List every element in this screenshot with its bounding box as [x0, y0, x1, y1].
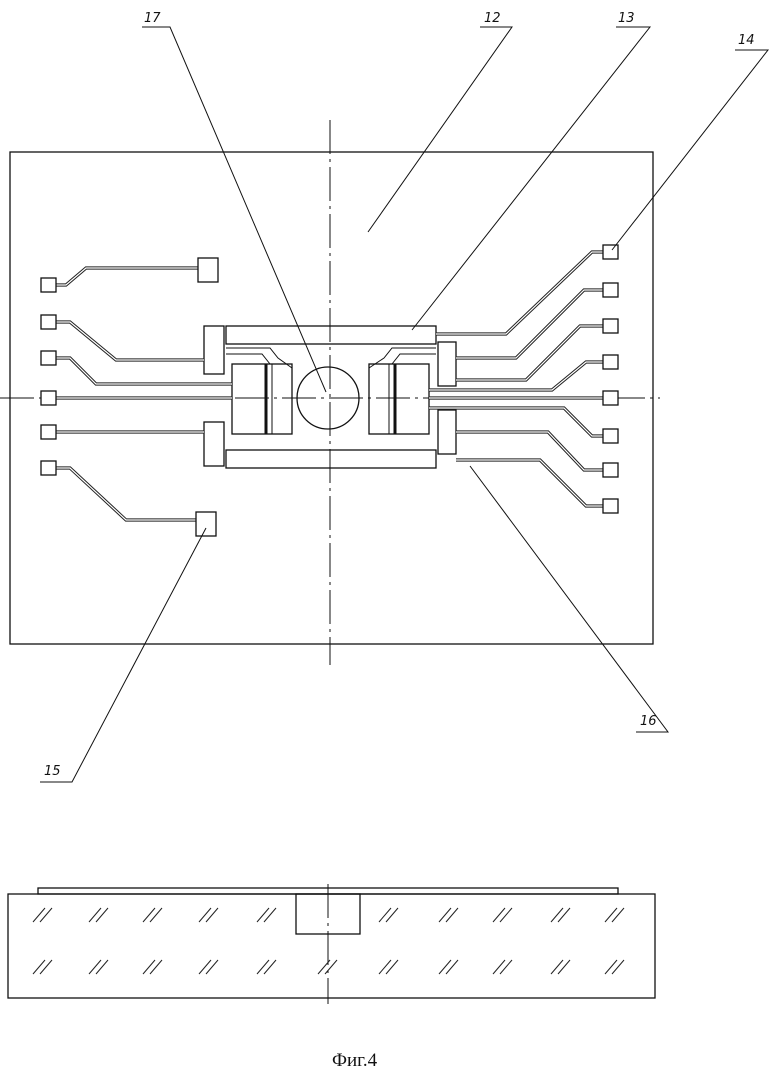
label-16: 16 [640, 714, 657, 729]
hatch-stroke [445, 907, 459, 923]
right-contact-lower [437, 409, 457, 455]
hatch-stroke [32, 907, 46, 923]
hatch-stroke [604, 959, 618, 975]
left-electrode-block [231, 363, 293, 435]
hatch-stroke [550, 907, 564, 923]
central-frame-bottom [225, 449, 437, 469]
label-14: 14 [738, 33, 755, 48]
hatch-stroke [142, 959, 156, 975]
hatch-stroke [256, 959, 270, 975]
hatch-stroke [95, 907, 109, 923]
hatch-stroke [385, 907, 399, 923]
label-12: 12 [484, 11, 501, 26]
central-frame-top [225, 325, 437, 345]
hatch-stroke [438, 907, 452, 923]
hatch-stroke [492, 959, 506, 975]
left-inner-wire [226, 347, 293, 369]
hatch-stroke [604, 907, 618, 923]
hatch-stroke [263, 959, 277, 975]
hatch-stroke [205, 959, 219, 975]
hatch-stroke [499, 907, 513, 923]
hatch-stroke [492, 907, 506, 923]
hatch-stroke [32, 959, 46, 975]
section-view [7, 884, 656, 1004]
hatch-stroke [550, 959, 564, 975]
hatch-stroke [378, 907, 392, 923]
right-traces [429, 250, 605, 508]
figure-caption: Фиг.4 [332, 1050, 378, 1071]
hatch-stroke [88, 907, 102, 923]
hatch-stroke [611, 959, 625, 975]
left-contact-lower [203, 421, 225, 467]
hatch-stroke [385, 959, 399, 975]
label-13: 13 [618, 11, 635, 26]
left-contact-upper [203, 325, 225, 375]
hatch-stroke [39, 907, 53, 923]
hatch-stroke [438, 959, 452, 975]
hatch-stroke [557, 907, 571, 923]
label-15: 15 [44, 764, 61, 779]
left-pads [40, 257, 219, 537]
hatch-stroke [149, 959, 163, 975]
top-view: 17 12 13 14 15 16 [0, 11, 770, 783]
hatch-stroke [263, 907, 277, 923]
hatch-stroke [142, 907, 156, 923]
leader-lines [40, 26, 770, 783]
hatch-stroke [256, 907, 270, 923]
hatch-stroke [324, 959, 338, 975]
hatch-stroke [39, 959, 53, 975]
hatch-stroke [445, 959, 459, 975]
hatch-stroke [198, 959, 212, 975]
hatch-stroke [198, 907, 212, 923]
right-contact-upper [437, 341, 457, 387]
right-pads [602, 244, 619, 514]
glass-hatching [32, 907, 625, 975]
left-traces [50, 266, 232, 522]
hatch-stroke [317, 959, 331, 975]
hatch-stroke [499, 959, 513, 975]
hatch-stroke [88, 959, 102, 975]
hatch-stroke [611, 907, 625, 923]
glass-substrate-section [7, 893, 656, 999]
right-inner-wire [368, 347, 436, 369]
hatch-stroke [149, 907, 163, 923]
hatch-stroke [205, 907, 219, 923]
hatch-stroke [557, 959, 571, 975]
central-membrane [296, 366, 360, 430]
hatch-stroke [378, 959, 392, 975]
hatch-stroke [95, 959, 109, 975]
label-17: 17 [144, 11, 161, 26]
right-electrode-block [368, 363, 430, 435]
